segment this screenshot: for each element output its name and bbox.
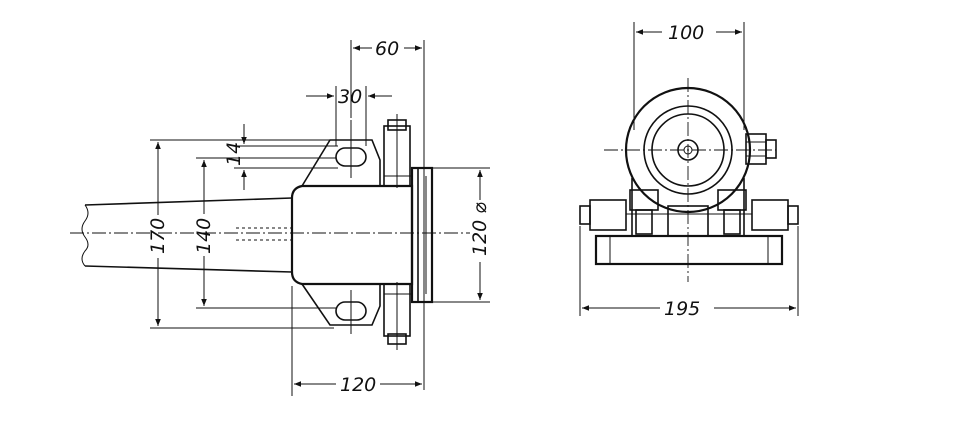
- dim-30: 30: [306, 86, 392, 146]
- dim-195: 195: [579, 226, 799, 320]
- dim-120-diameter: 120 ⌀: [432, 167, 491, 303]
- dim-60: 60: [350, 38, 425, 390]
- housing-outer-circle: [624, 86, 752, 214]
- dim-14: 14: [223, 124, 338, 190]
- housing-body: [290, 184, 414, 286]
- bore-circle: [677, 139, 699, 161]
- upper-clamp-bolt: [383, 114, 412, 188]
- base-carriage: [594, 234, 784, 266]
- lower-clamp-bolt: [383, 282, 412, 350]
- dim-100-label: 100: [668, 22, 704, 44]
- dim-140: 140: [193, 157, 336, 309]
- housing-ring-circle: [643, 105, 733, 195]
- upper-bracket: [301, 120, 381, 187]
- side-view: 60 30 14 170: [70, 38, 491, 396]
- dim-14-label: 14: [223, 142, 245, 166]
- front-view: 100 195: [579, 22, 799, 320]
- housing-inner-circle: [651, 113, 725, 187]
- dim-120-length-label: 120: [340, 374, 376, 396]
- dim-100: 100: [633, 22, 745, 130]
- spindle-shaft: [81, 197, 293, 273]
- dim-140-label: 140: [193, 218, 215, 254]
- dim-120-diameter-label: 120 ⌀: [469, 202, 491, 256]
- dim-120-length: 120: [291, 286, 422, 396]
- dim-30-label: 30: [338, 86, 362, 108]
- guide-rails: [579, 199, 799, 231]
- pedestal: [629, 178, 747, 237]
- lower-bracket: [301, 283, 381, 334]
- side-lug: [745, 133, 777, 165]
- dim-60-label: 60: [375, 38, 399, 60]
- dim-170-label: 170: [147, 218, 169, 254]
- dim-195-label: 195: [664, 298, 700, 320]
- mounting-flange: [410, 166, 434, 304]
- dim-170: 170: [147, 139, 334, 329]
